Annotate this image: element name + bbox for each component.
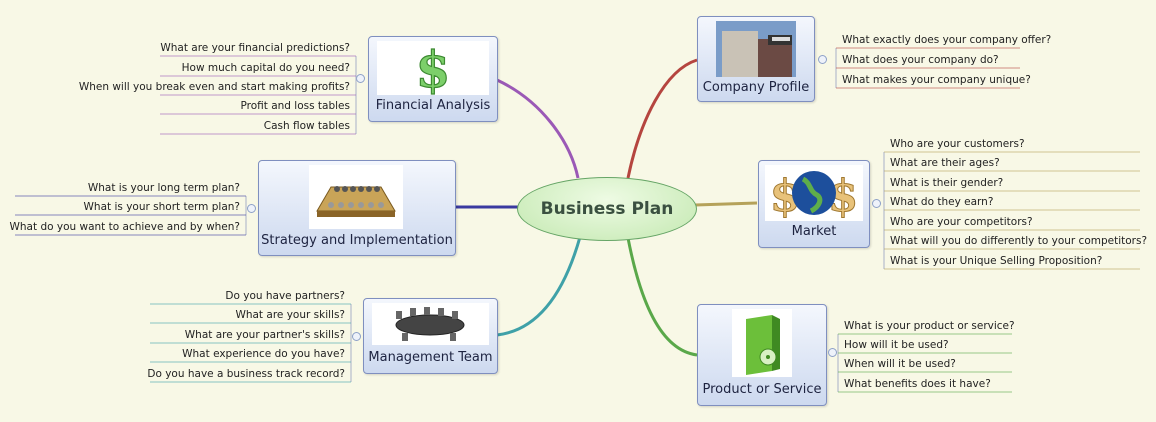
- subtopic-financial-3[interactable]: When will you break even and start makin…: [78, 81, 350, 93]
- connector-market: [694, 201, 758, 207]
- subtopic-strategy-2[interactable]: What is your short term plan?: [83, 201, 240, 213]
- subtopic-management-1[interactable]: Do you have partners?: [225, 290, 345, 302]
- topic-market[interactable]: $$ Market: [758, 160, 870, 248]
- topic-product-service[interactable]: Product or Service: [697, 304, 827, 406]
- connector-financial: [496, 78, 580, 179]
- central-topic-label: Business Plan: [540, 199, 674, 219]
- chessboard-icon: [309, 165, 403, 229]
- central-topic[interactable]: Business Plan: [517, 177, 697, 241]
- collapse-toggle-market[interactable]: [872, 199, 881, 208]
- subtopic-company-2[interactable]: What does your company do?: [842, 54, 999, 66]
- subtopic-product-1[interactable]: What is your product or service?: [844, 320, 1015, 332]
- collapse-toggle-product[interactable]: [828, 348, 837, 357]
- topic-label: Product or Service: [702, 382, 822, 397]
- topic-company-profile[interactable]: Company Profile: [697, 16, 815, 102]
- subtopic-management-2[interactable]: What are your skills?: [235, 309, 345, 321]
- conference-table-icon: [372, 303, 489, 345]
- topic-management-team[interactable]: Management Team: [363, 298, 498, 374]
- subtopic-company-1[interactable]: What exactly does your company offer?: [842, 34, 1052, 46]
- subtopic-product-3[interactable]: When will it be used?: [844, 358, 956, 370]
- globe-dollar-icon: $$: [765, 165, 863, 221]
- subtopic-financial-2[interactable]: How much capital do you need?: [181, 62, 350, 74]
- collapse-toggle-strategy[interactable]: [247, 204, 256, 213]
- topic-label: Market: [791, 224, 837, 239]
- building-icon: [716, 21, 796, 77]
- subtopic-market-3[interactable]: What is their gender?: [890, 177, 1004, 189]
- connector-product: [626, 237, 698, 357]
- topic-label: Management Team: [368, 350, 493, 365]
- subtopic-strategy-3[interactable]: What do you want to achieve and by when?: [9, 221, 240, 233]
- collapse-toggle-company[interactable]: [818, 55, 827, 64]
- subtopic-management-4[interactable]: What experience do you have?: [182, 348, 345, 360]
- subtopic-financial-1[interactable]: What are your financial predictions?: [160, 42, 350, 54]
- collapse-toggle-financial[interactable]: [356, 74, 365, 83]
- subtopic-market-7[interactable]: What is your Unique Selling Proposition?: [890, 255, 1103, 267]
- connector-company: [626, 58, 698, 179]
- collapse-toggle-management[interactable]: [352, 332, 361, 341]
- subtopic-company-3[interactable]: What makes your company unique?: [842, 74, 1031, 86]
- topic-label: Strategy and Implementation: [261, 233, 453, 248]
- subtopic-strategy-1[interactable]: What is your long term plan?: [87, 182, 240, 194]
- svg-text:$: $: [770, 171, 801, 221]
- subtopic-market-5[interactable]: Who are your competitors?: [890, 216, 1033, 228]
- subtopic-management-5[interactable]: Do you have a business track record?: [147, 368, 345, 380]
- product-box-icon: [732, 309, 792, 377]
- subtopic-management-3[interactable]: What are your partner's skills?: [184, 329, 345, 341]
- subtopic-market-6[interactable]: What will you do differently to your com…: [890, 235, 1148, 247]
- dollar-sign-icon: $: [377, 41, 489, 95]
- subtopic-market-1[interactable]: Who are your customers?: [890, 138, 1025, 150]
- subtopic-product-2[interactable]: How will it be used?: [844, 339, 949, 351]
- svg-text:$: $: [416, 41, 451, 95]
- subtopic-product-4[interactable]: What benefits does it have?: [844, 378, 991, 390]
- topic-label: Company Profile: [702, 80, 810, 95]
- subtopic-financial-5[interactable]: Cash flow tables: [263, 120, 350, 132]
- connector-management: [496, 236, 582, 337]
- topic-strategy-implementation[interactable]: Strategy and Implementation: [258, 160, 456, 256]
- subtopic-financial-4[interactable]: Profit and loss tables: [240, 100, 350, 112]
- topic-financial-analysis[interactable]: $ Financial Analysis: [368, 36, 498, 122]
- subtopic-market-2[interactable]: What are their ages?: [890, 157, 1000, 169]
- subtopic-market-4[interactable]: What do they earn?: [890, 196, 994, 208]
- topic-label: Financial Analysis: [375, 98, 491, 113]
